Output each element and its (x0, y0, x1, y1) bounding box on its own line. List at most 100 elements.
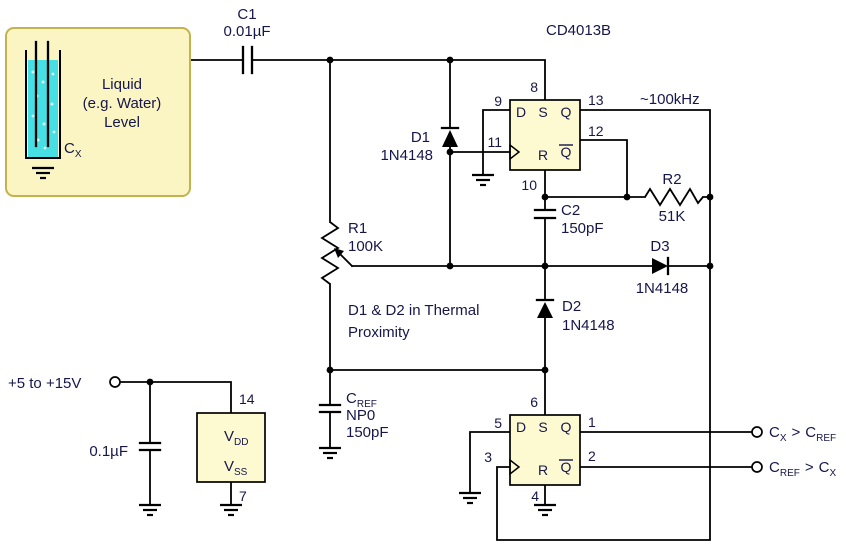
capacitor-cref: CREF NP0 150pF (317, 390, 389, 460)
r2-zigzag (644, 187, 704, 207)
ic-name-label: CD4013B (546, 22, 611, 39)
bubble (51, 72, 55, 76)
ff1-d-label: D (516, 104, 526, 120)
junction-dot (623, 193, 631, 201)
vss-label: VSS (224, 458, 248, 478)
flip-flop-2: D S Q R Q 5 6 1 3 2 4 (457, 394, 596, 517)
ground-symbol (470, 173, 496, 187)
output-terminal-1 (751, 426, 763, 438)
sensor-label-line2: (e.g. Water) (83, 95, 162, 112)
cref-value: 150pF (346, 424, 389, 441)
ff2-pin5: 5 (494, 415, 502, 431)
r2-ref: R2 (662, 171, 681, 188)
output-label-1: CX>CREF (769, 424, 836, 444)
bubble (31, 70, 35, 74)
ff1-qbar-label: Q (561, 144, 572, 160)
ff2-clock-triangle (509, 458, 521, 476)
vdd-label: VDD (224, 428, 248, 448)
d1-triangle (442, 130, 458, 147)
junction-dot (326, 366, 334, 374)
vessel-outline (25, 50, 61, 159)
junction-dot (541, 366, 549, 374)
r1-ref: R1 (348, 220, 367, 237)
ground-symbol (218, 503, 244, 517)
ff1-pin11: 11 (487, 134, 502, 150)
outputs: CX>CREF CREF>CX (751, 424, 836, 479)
r1-wiper-arrowhead (334, 248, 344, 258)
note-line1: D1 & D2 in Thermal (348, 302, 479, 319)
capacitor-c2: C2 150pF (533, 202, 604, 237)
bubble (36, 138, 40, 142)
ff1-pin12: 12 (588, 123, 604, 139)
junction-dot (706, 262, 714, 270)
sensor-label-line3: Level (104, 114, 140, 131)
liquid-bubbles (31, 70, 56, 150)
note-line2: Proximity (348, 324, 410, 341)
r1-zigzag (320, 221, 340, 285)
d2-triangle (537, 302, 553, 318)
bubble (42, 122, 46, 126)
output-terminal-2 (751, 461, 763, 473)
junction-dot (446, 262, 454, 270)
ff1-r-label: R (538, 147, 548, 163)
diode-d3: D3 1N4148 (636, 238, 689, 297)
r1-value: 100K (348, 238, 383, 255)
power-supply: +5 to +15V 0.1µF VDD VSS 14 7 (8, 375, 266, 517)
ff1-pin13: 13 (588, 92, 604, 108)
resistor-r2: R2 51K (644, 171, 704, 225)
ff2-s-label: S (538, 419, 547, 435)
junction-dots (146, 56, 714, 386)
bypass-value: 0.1µF (89, 443, 128, 460)
ff2-r-label: R (538, 462, 548, 478)
flip-flop-1: D S Q R Q 9 8 13 11 12 10 (470, 79, 604, 193)
bubble (31, 114, 35, 118)
supply-label: +5 to +15V (8, 375, 81, 392)
d2-value: 1N4148 (562, 317, 615, 334)
ff1-q-label: Q (561, 104, 572, 120)
junction-dot (541, 193, 549, 201)
d1-ref: D1 (411, 129, 430, 146)
junction-dot (446, 148, 454, 156)
ff1-clock-triangle (509, 143, 521, 161)
ff2-pin1: 1 (588, 414, 596, 430)
bubble (52, 130, 56, 134)
d3-value: 1N4148 (636, 280, 689, 297)
supply-terminal (109, 376, 121, 388)
bubble (50, 102, 54, 106)
pin7-label: 7 (239, 488, 247, 504)
ground-symbol (532, 503, 558, 517)
liquid-fill (28, 60, 58, 157)
junction-dot (706, 193, 714, 201)
thermal-note: D1 & D2 in Thermal Proximity (348, 302, 479, 341)
ff2-qbar-label: Q (561, 459, 572, 475)
ff2-pin6: 6 (530, 394, 538, 410)
diode-d2: D2 1N4148 (535, 298, 615, 334)
ff1-body (509, 99, 581, 171)
ff2-pin4: 4 (531, 488, 539, 504)
r2-value: 51K (659, 208, 686, 225)
sensor-label-line1: Liquid (102, 76, 142, 93)
d3-ref: D3 (650, 238, 669, 255)
cref-dielectric: NP0 (346, 407, 375, 424)
c1-ref: C1 (237, 6, 256, 23)
c1-value: 0.01µF (224, 23, 271, 40)
ff2-body (509, 414, 581, 486)
ff2-pin2: 2 (588, 448, 596, 464)
cx-label: CX (64, 140, 82, 160)
ff2-q-label: Q (561, 419, 572, 435)
ground-symbol (317, 446, 343, 460)
d2-ref: D2 (562, 298, 581, 315)
c2-value: 150pF (561, 220, 604, 237)
ff2-d-label: D (516, 419, 526, 435)
d1-value: 1N4148 (380, 147, 433, 164)
d3-triangle (652, 258, 668, 274)
freq-label: ~100kHz (640, 91, 700, 108)
ff1-s-label: S (538, 104, 547, 120)
ff1-pin10: 10 (521, 177, 537, 193)
liquid-sensor: Liquid (e.g. Water) Level CX (5, 27, 191, 197)
junction-dot (146, 378, 154, 386)
cref-ref: CREF (346, 390, 377, 410)
pin14-label: 14 (239, 391, 255, 407)
c2-ref: C2 (561, 202, 580, 219)
